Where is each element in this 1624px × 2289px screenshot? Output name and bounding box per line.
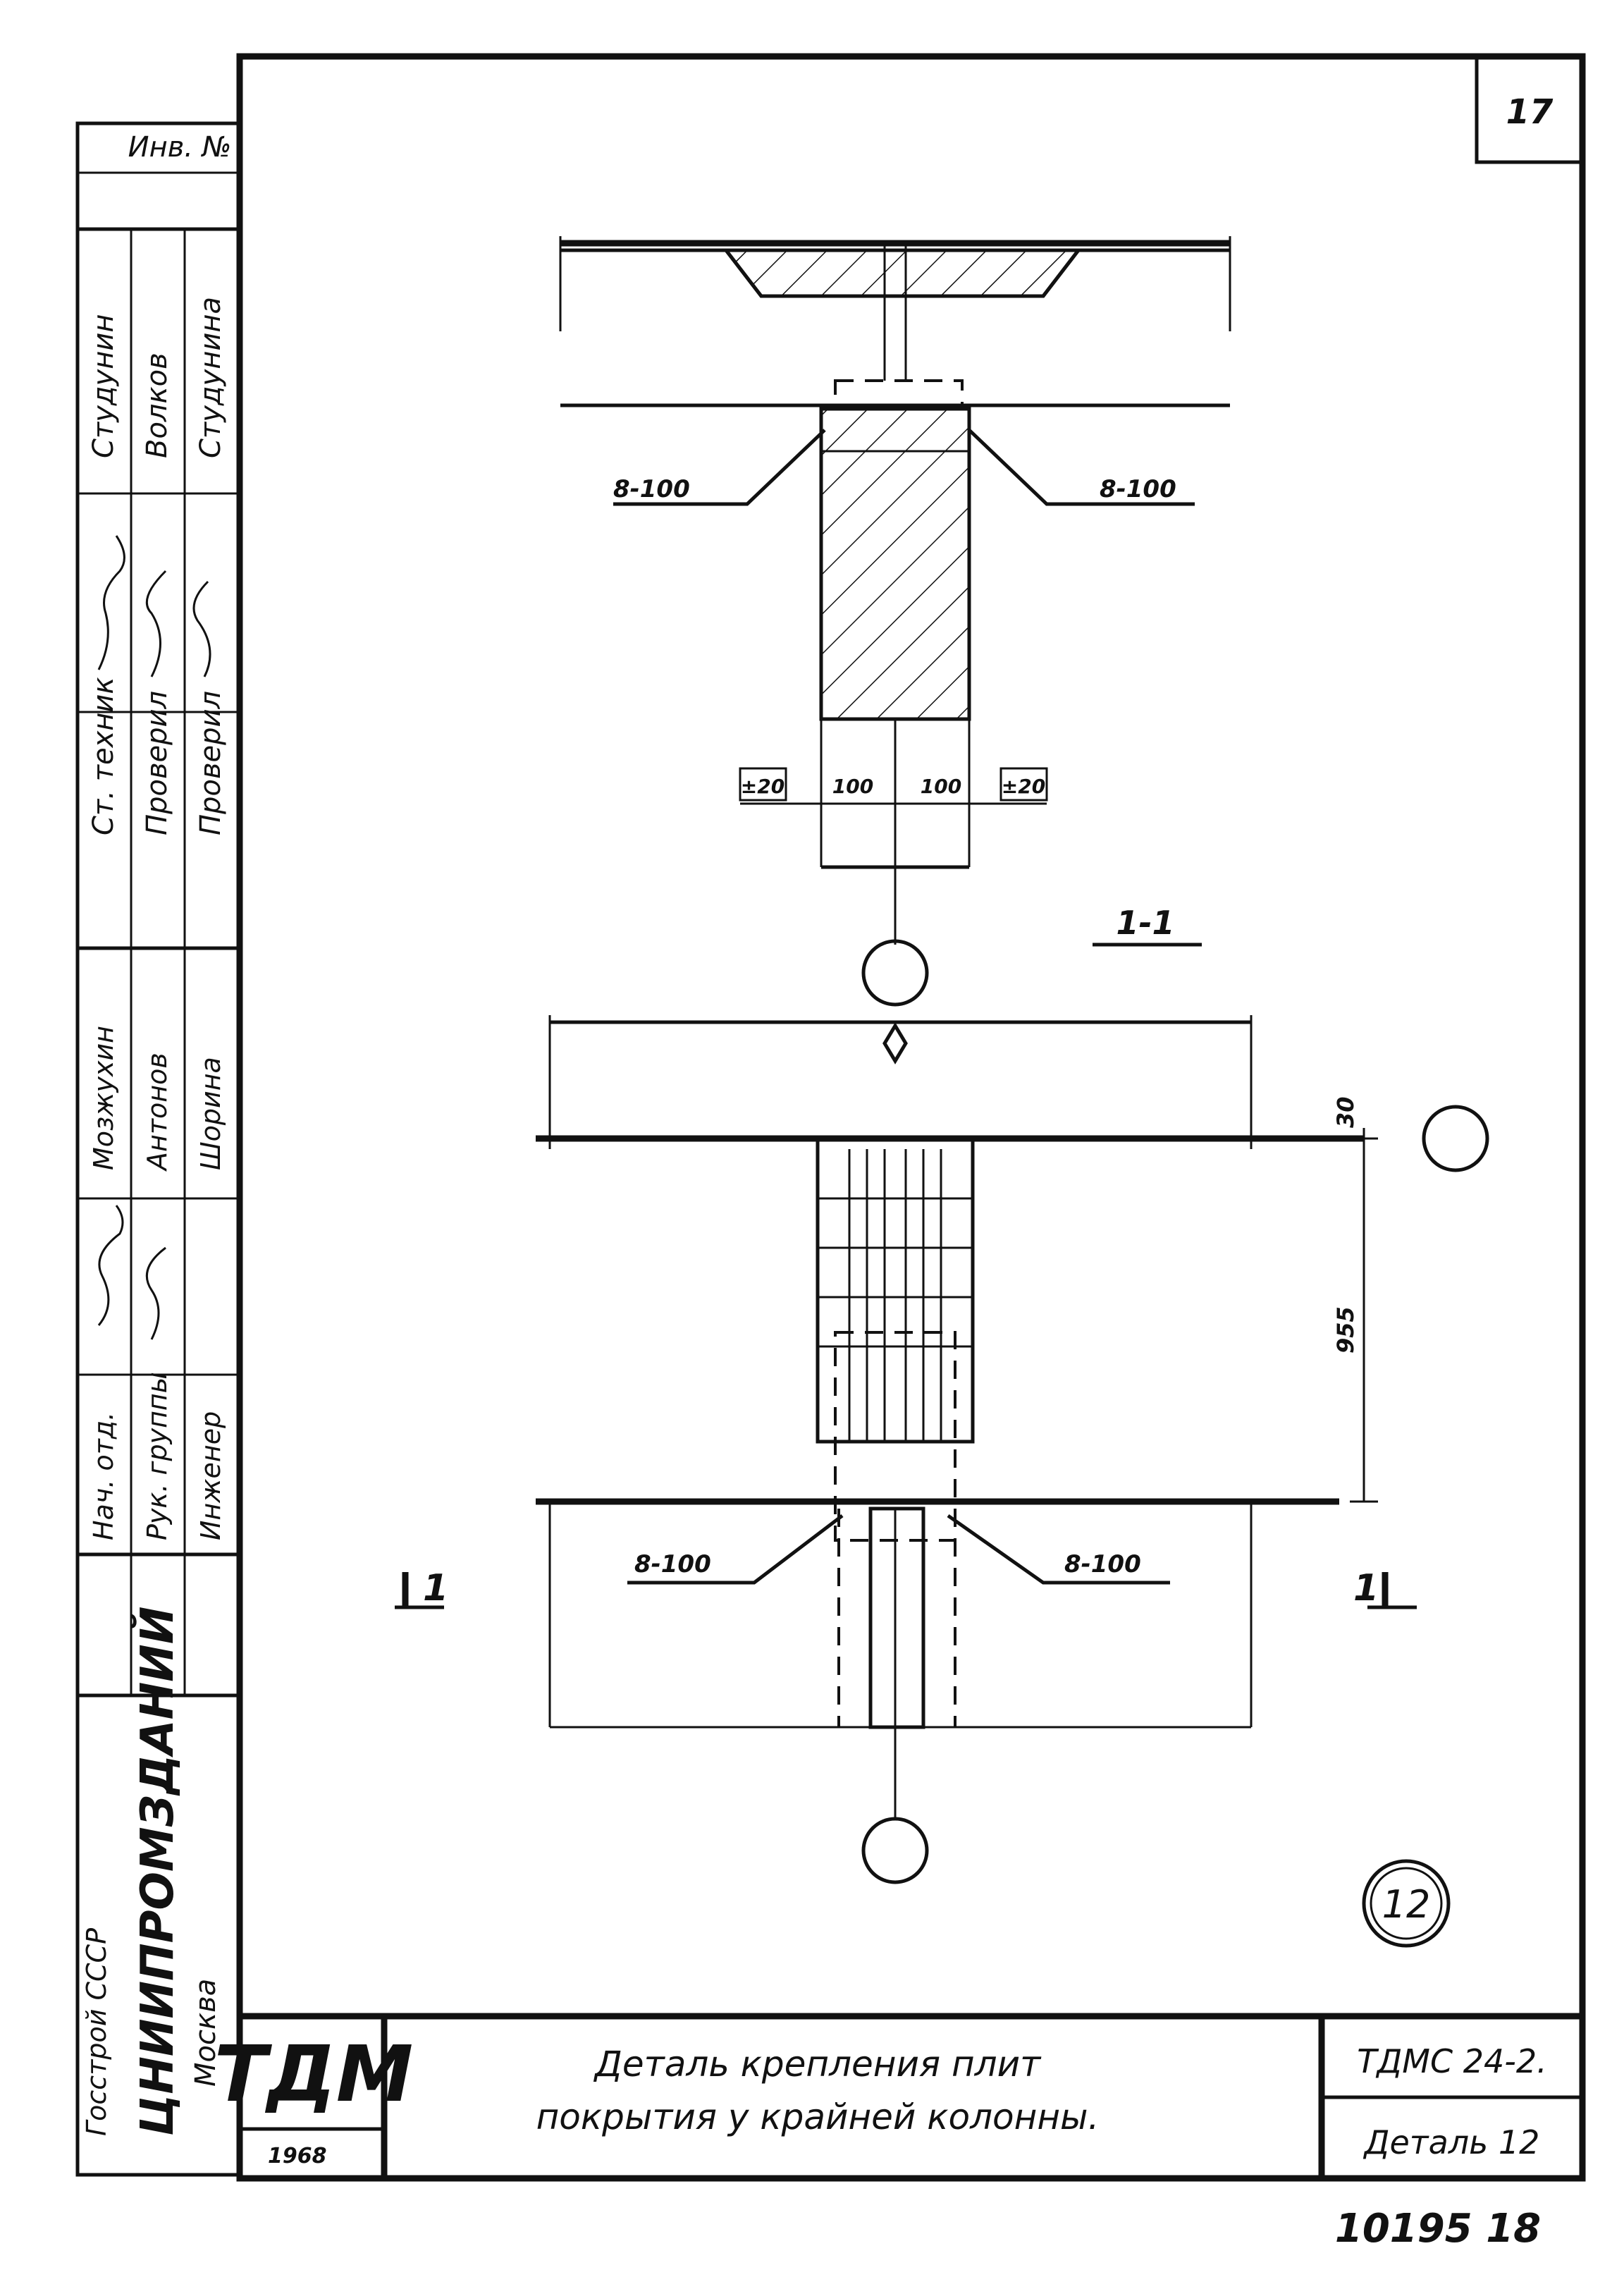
org-ministry: Госстрой СССР [81,1928,112,2136]
cut-mark-right: 1 [1353,1567,1379,1609]
sheet-frame [236,53,1586,2182]
drawing-code: ТДМС 24-2. [1357,2042,1547,2080]
org-institute: ЦНИИПРОМЗДАНИЙ [130,1607,184,2136]
sheet-number: 17 [1506,92,1554,132]
stamp-signer-1: Студунин [87,314,120,458]
dim-top-4: ±20 [1002,775,1045,798]
signature-marks [97,535,211,1340]
stamp-bottom-signer-3: Шорина [195,1057,226,1170]
section-1-1-view [559,236,1231,1007]
leader-label-bottom-right: 8-100 [1064,1550,1141,1578]
leader-label-top-right: 8-100 [1100,475,1176,503]
leader-label-top-left: 8-100 [613,475,690,503]
stamp-role-checker-1: Проверил [141,691,173,835]
archive-number: 10195 18 [1335,2206,1541,2252]
leader-label-bottom-left: 8-100 [634,1550,711,1578]
inventory-number-label: Инв. № [128,131,232,164]
stamp-bottom-signer-2: Антонов [142,1053,173,1172]
elevation-view [395,1015,1489,1948]
title-line-2: покрытия у крайней колонны. [536,2097,1100,2137]
dim-side-top: 30 [1332,1096,1359,1128]
tdm-logo: ТДМ [214,2029,413,2119]
dim-top-2: 100 [832,775,873,798]
title-year: 1968 [268,2144,327,2168]
stamp-bottom-signer-1: Мозжухин [88,1026,119,1170]
stamp-signer-2: Волков [141,352,173,458]
title-line-1: Деталь крепления плит [593,2044,1042,2085]
org-city: Москва [190,1979,222,2087]
stamp-signer-3: Студунина [195,297,227,458]
left-stamp [75,121,242,2177]
stamp-role-senior-technician: Ст. техник [87,677,120,835]
stamp-role-head: Нач. отд. [88,1412,119,1540]
stamp-role-group-lead: Рук. группы [142,1372,173,1540]
cut-mark-left: 1 [423,1567,448,1609]
detail-number: 12 [1382,1882,1431,1927]
stamp-role-engineer: Инженер [195,1411,226,1540]
dim-side-main: 955 [1332,1306,1359,1354]
dim-top-3: 100 [921,775,961,798]
section-label: 1-1 [1116,904,1174,942]
dim-top-1: ±20 [741,775,785,798]
stamp-role-checker-2: Проверил [195,691,227,835]
detail-label: Деталь 12 [1363,2123,1540,2161]
